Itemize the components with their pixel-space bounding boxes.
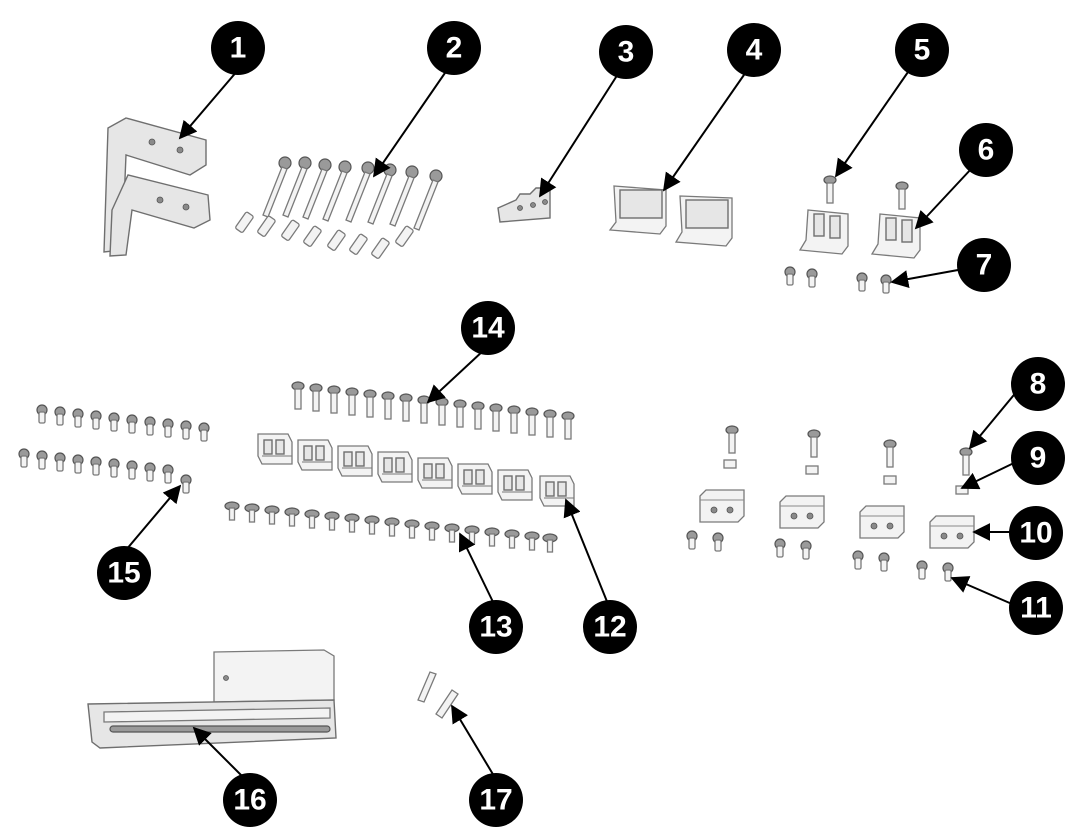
callout-6: 6 xyxy=(959,123,1013,177)
part-16-rail xyxy=(87,649,337,749)
part-11-screws xyxy=(686,530,954,582)
callout-4: 4 xyxy=(727,23,781,77)
callout-label: 12 xyxy=(593,611,626,644)
callout-label: 7 xyxy=(976,249,993,282)
callout-label: 10 xyxy=(1019,517,1052,550)
callout-14: 14 xyxy=(461,301,515,355)
part-14-bolts xyxy=(291,381,575,440)
callout-label: 16 xyxy=(233,784,266,817)
callout-2: 2 xyxy=(427,21,481,75)
callout-label: 5 xyxy=(914,34,931,67)
callout-17: 17 xyxy=(469,773,523,827)
callout-12: 12 xyxy=(583,600,637,654)
part-7-screws xyxy=(784,266,892,294)
part-10-l-brackets xyxy=(699,489,975,549)
callout-label: 17 xyxy=(479,784,512,817)
callout-label: 14 xyxy=(471,312,505,345)
part-15-bolts xyxy=(18,404,210,494)
part-12-clips xyxy=(257,433,575,507)
part-5-bolts xyxy=(823,175,909,210)
part-17-pins xyxy=(417,671,459,719)
part-8-bolts xyxy=(725,425,973,476)
callout-15: 15 xyxy=(97,546,151,600)
callout-label: 1 xyxy=(230,32,247,65)
part-4-pads xyxy=(608,185,733,247)
callout-label: 2 xyxy=(446,32,463,65)
callout-16: 16 xyxy=(223,773,277,827)
callout-3: 3 xyxy=(599,25,653,79)
callout-1: 1 xyxy=(211,21,265,75)
callout-label: 6 xyxy=(978,134,995,167)
part-3-plate xyxy=(497,187,551,223)
callout-label: 3 xyxy=(618,36,635,69)
callout-9: 9 xyxy=(1011,431,1065,485)
callout-13: 13 xyxy=(469,600,523,654)
part-13-truss-screws xyxy=(224,501,558,553)
callout-8: 8 xyxy=(1011,357,1065,411)
callout-label: 11 xyxy=(1020,592,1052,625)
callout-label: 9 xyxy=(1030,442,1047,475)
callout-label: 13 xyxy=(479,611,512,644)
callout-7: 7 xyxy=(957,238,1011,292)
callout-label: 4 xyxy=(746,34,763,67)
part-1-l-brackets xyxy=(103,117,211,257)
callout-label: 8 xyxy=(1030,368,1047,401)
callout-label: 15 xyxy=(107,557,140,590)
part-9-washers xyxy=(723,459,969,495)
part-2-screws-anchors xyxy=(234,156,443,260)
callout-10: 10 xyxy=(1009,506,1063,560)
part-6-brackets xyxy=(798,209,921,259)
callout-5: 5 xyxy=(895,23,949,77)
callout-11: 11 xyxy=(1009,581,1063,635)
leader-lines xyxy=(125,69,1019,779)
